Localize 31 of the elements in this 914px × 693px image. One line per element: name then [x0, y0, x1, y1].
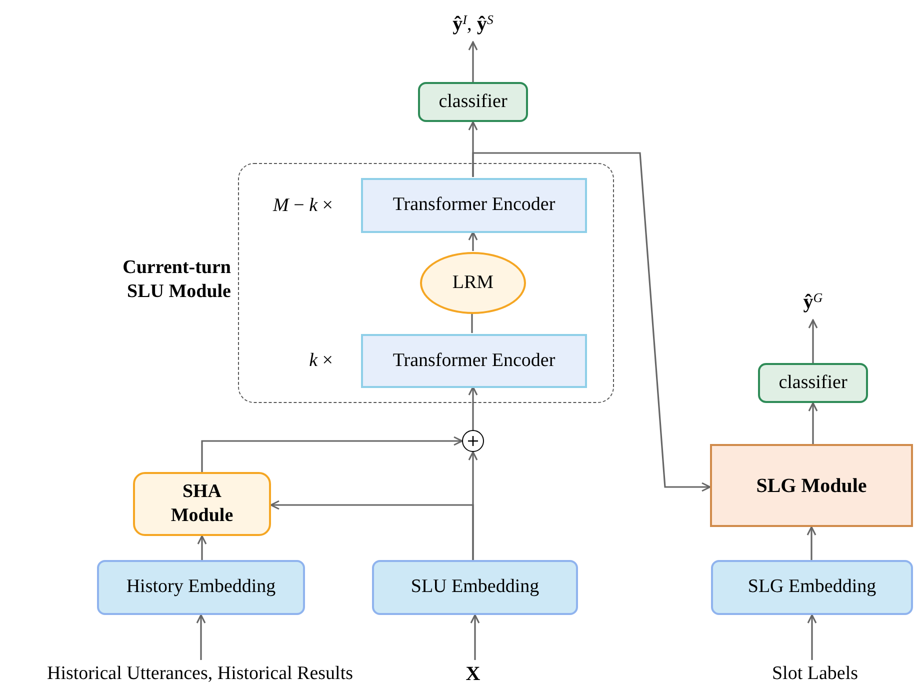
- arrow: [468, 231, 478, 251]
- module-box: SLG Module: [710, 444, 913, 527]
- arrow: [468, 386, 478, 430]
- classifier-box: classifier: [758, 363, 868, 403]
- encoder-box: Transformer Encoder: [361, 178, 587, 233]
- classifier-box: classifier: [418, 82, 528, 122]
- input-label: Historical Utterances, Historical Results: [0, 660, 400, 688]
- arrow: [196, 614, 206, 660]
- embedding-box: SLU Embedding: [372, 560, 578, 615]
- arrow: [472, 152, 711, 492]
- module-heading: Current-turn SLU Module: [122, 256, 231, 304]
- input-label: X: [458, 660, 488, 688]
- repeat-count: M − k ×: [273, 193, 333, 218]
- arrow: [468, 41, 478, 82]
- arrow: [807, 614, 817, 660]
- arrow: [270, 500, 474, 560]
- input-label: Slot Labels: [730, 660, 900, 688]
- encoder-box: Transformer Encoder: [361, 334, 587, 388]
- embedding-box: History Embedding: [97, 560, 305, 615]
- arrow: [201, 436, 463, 472]
- arrow: [806, 526, 816, 560]
- arrow: [808, 402, 818, 444]
- output-label: ŷ$^{I}$, ŷ$^{S}$: [438, 6, 508, 42]
- embedding-box: SLG Embedding: [711, 560, 913, 615]
- arrow: [808, 319, 818, 363]
- arrow: [197, 535, 207, 560]
- lrm-ellipse: LRM: [420, 252, 526, 314]
- repeat-count: k ×: [309, 348, 333, 373]
- output-label: ŷ$^{G}$: [793, 284, 833, 320]
- module-box: SHA Module: [133, 472, 271, 536]
- arrow: [470, 614, 480, 660]
